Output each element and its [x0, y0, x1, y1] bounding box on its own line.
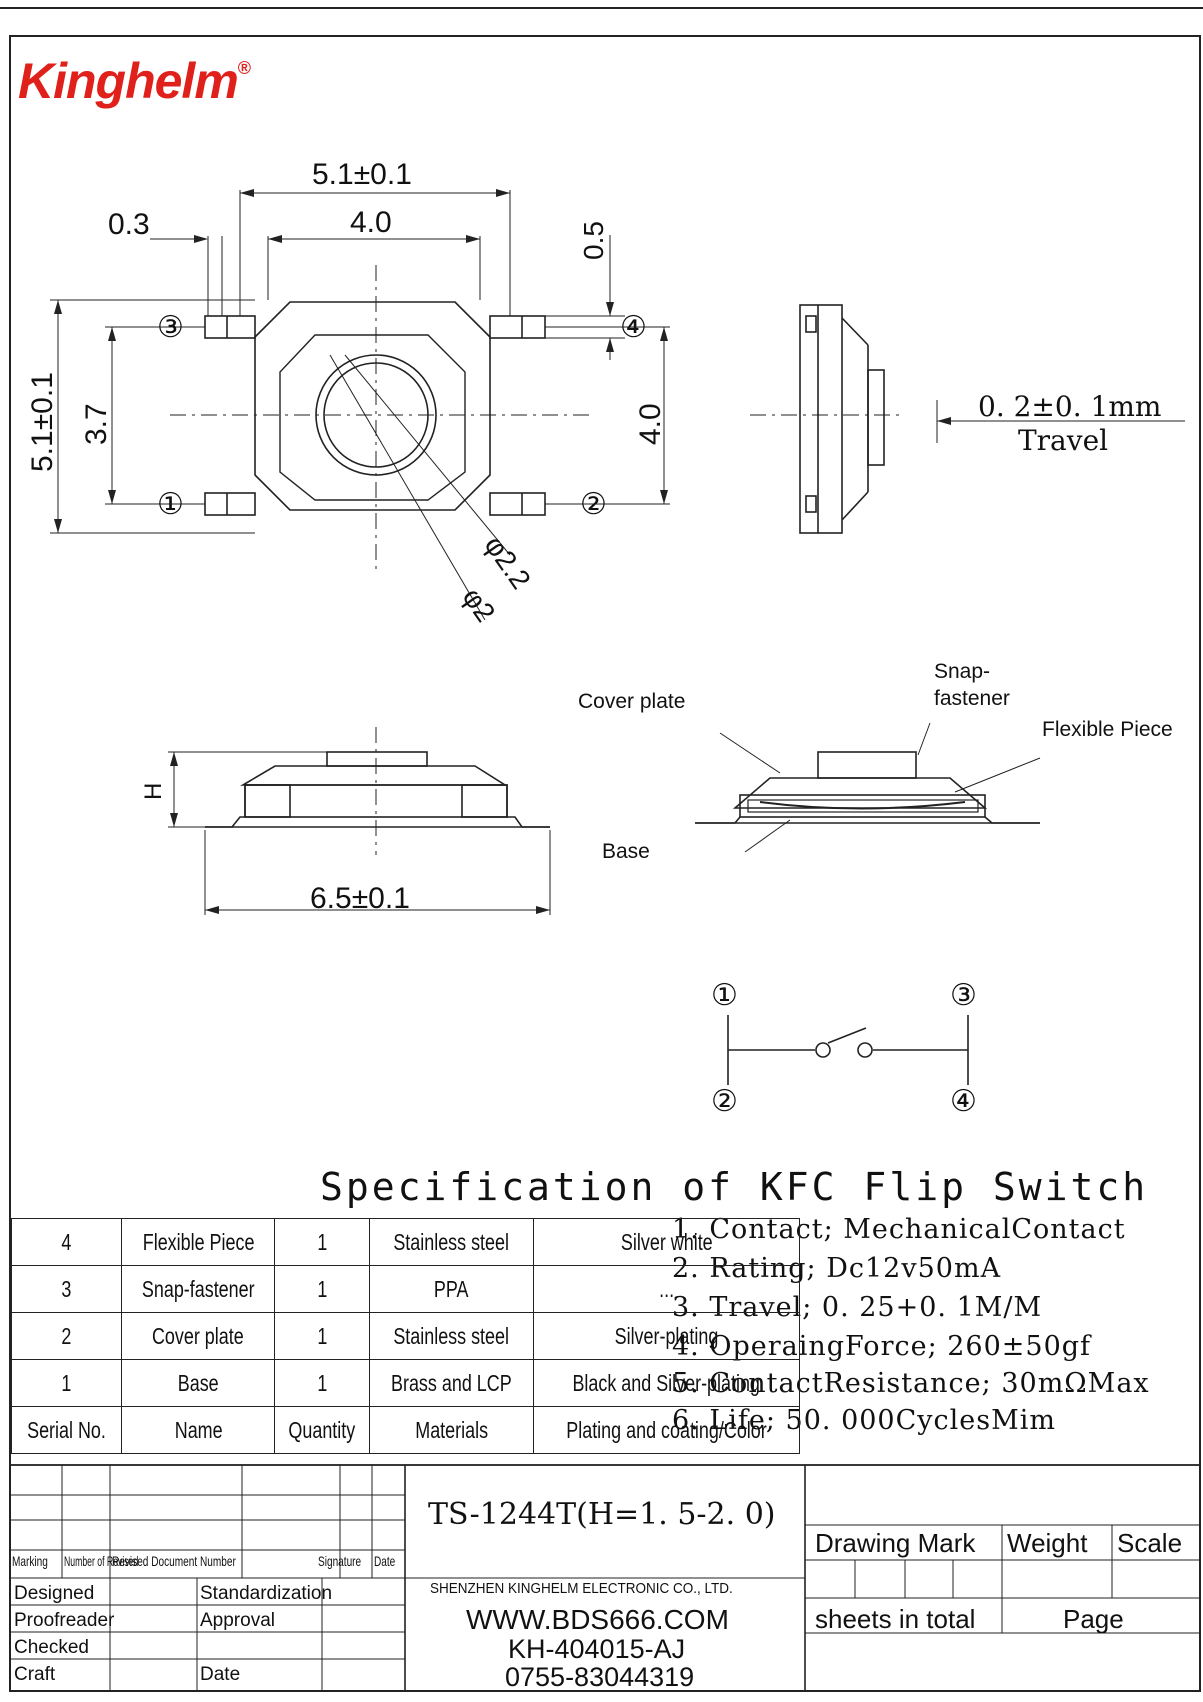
label-flexible-piece: Flexible Piece — [1042, 718, 1173, 741]
role-approval: Approval — [200, 1610, 275, 1631]
role-standardization: Standardization — [200, 1583, 333, 1604]
bom-cell: Cover plate — [120, 1312, 276, 1360]
part-number: TS-1244T(H=1. 5-2. 0) — [428, 1497, 776, 1532]
logo-registered-mark: ® — [237, 58, 251, 78]
rev-header-signature: Signature — [318, 1553, 362, 1569]
bom-header-cell: Plating and coating/Color — [532, 1406, 800, 1454]
bom-cell: Stainless steel — [369, 1218, 534, 1266]
bom-cell: Brass and LCP — [369, 1359, 534, 1407]
model-number: KH-404015-AJ — [508, 1634, 686, 1664]
table-row: 2 Cover plate 1 Stainless steel Silver-p… — [11, 1312, 800, 1360]
role-craft: Craft — [14, 1664, 56, 1685]
bom-cell: 3 — [11, 1265, 122, 1313]
role-checked: Checked — [14, 1637, 89, 1658]
bom-cell: 1 — [274, 1265, 371, 1313]
bom-cell: ... — [532, 1265, 800, 1313]
table-header-row: Serial No. Name Quantity Materials Plati… — [11, 1406, 800, 1454]
bom-cell: 1 — [274, 1312, 371, 1360]
rev-header-document: Revised Document Number — [112, 1553, 236, 1569]
website: WWW.BDS666.COM — [466, 1604, 729, 1635]
page-label: Page — [1063, 1604, 1124, 1634]
weight-label: Weight — [1007, 1528, 1088, 1558]
company-name: SHENZHEN KINGHELM ELECTRONIC CO., LTD. — [430, 1580, 733, 1597]
dim-right-inner-height: 4.0 — [634, 403, 667, 445]
bom-cell: 1 — [274, 1218, 371, 1266]
dim-height-h: H — [140, 782, 167, 800]
bom-cell: Flexible Piece — [120, 1218, 276, 1266]
table-row: 4 Flexible Piece 1 Stainless steel Silve… — [11, 1218, 800, 1266]
logo-text: Kinghelm — [18, 53, 239, 109]
scale-label: Scale — [1117, 1528, 1183, 1558]
label-cover-plate: Cover plate — [578, 690, 686, 713]
bom-header-cell: Serial No. — [11, 1406, 122, 1454]
dim-total-length: 6.5±0.1 — [310, 882, 410, 915]
label-base: Base — [602, 840, 650, 863]
bom-cell: 4 — [11, 1218, 122, 1266]
bom-cell: 2 — [11, 1312, 122, 1360]
role-designed: Designed — [14, 1583, 95, 1604]
drawing-mark-label: Drawing Mark — [815, 1528, 976, 1558]
pin-label-4: ④ — [620, 311, 647, 344]
pin-label-3: ③ — [157, 311, 184, 344]
table-row: 3 Snap-fastener 1 PPA ... — [11, 1265, 800, 1313]
dim-pin-width: 0.3 — [108, 208, 150, 241]
label-snap-fastener-line1: Snap- — [934, 660, 991, 683]
dim-top-inner-width: 4.0 — [350, 206, 392, 239]
dim-left-outer-height: 5.1±0.1 — [26, 372, 59, 472]
brand-logo: Kinghelm® — [18, 52, 251, 110]
dim-pin-pitch: 3.7 — [80, 403, 113, 445]
bom-cell: Black and Silver-plating — [532, 1359, 800, 1407]
label-snap-fastener-line2: fastener — [934, 687, 1010, 710]
bom-cell: Stainless steel — [369, 1312, 534, 1360]
bom-cell: Silver white — [532, 1218, 800, 1266]
bom-header-cell: Quantity — [274, 1406, 371, 1454]
pin-label-1: ① — [157, 488, 184, 521]
bom-cell: Silver-plating — [532, 1312, 800, 1360]
bom-cell: Snap-fastener — [120, 1265, 276, 1313]
rev-header-number: Number of Revised — [64, 1553, 139, 1569]
schematic-pin-1: ① — [711, 979, 738, 1012]
bom-header-cell: Name — [120, 1406, 276, 1454]
schematic-pin-4: ④ — [950, 1085, 977, 1118]
rev-header-marking: Marking — [12, 1553, 48, 1569]
table-row: 1 Base 1 Brass and LCP Black and Silver-… — [11, 1359, 800, 1407]
role-date: Date — [200, 1664, 241, 1685]
bom-table: 4 Flexible Piece 1 Stainless steel Silve… — [11, 1218, 800, 1454]
travel-label: Travel — [1018, 424, 1109, 457]
bom-cell: 1 — [274, 1359, 371, 1407]
phone-number: 0755-83044319 — [505, 1662, 695, 1692]
schematic-pin-3: ③ — [950, 979, 977, 1012]
travel-value: 0. 2±0. 1mm — [978, 390, 1162, 423]
dim-pin-thickness: 0.5 — [578, 221, 609, 260]
dim-top-outer-width: 5.1±0.1 — [312, 158, 412, 191]
bom-cell: PPA — [369, 1265, 534, 1313]
sheets-total-label: sheets in total — [815, 1604, 976, 1634]
bom-header-cell: Materials — [369, 1406, 534, 1454]
bom-cell: Base — [120, 1359, 276, 1407]
spec-title: Specification of KFC Flip Switch — [320, 1165, 1149, 1209]
pin-label-2: ② — [580, 488, 607, 521]
rev-header-date: Date — [374, 1553, 396, 1569]
role-proofreader: Proofreader — [14, 1610, 115, 1631]
schematic-pin-2: ② — [711, 1085, 738, 1118]
bom-cell: 1 — [11, 1359, 122, 1407]
